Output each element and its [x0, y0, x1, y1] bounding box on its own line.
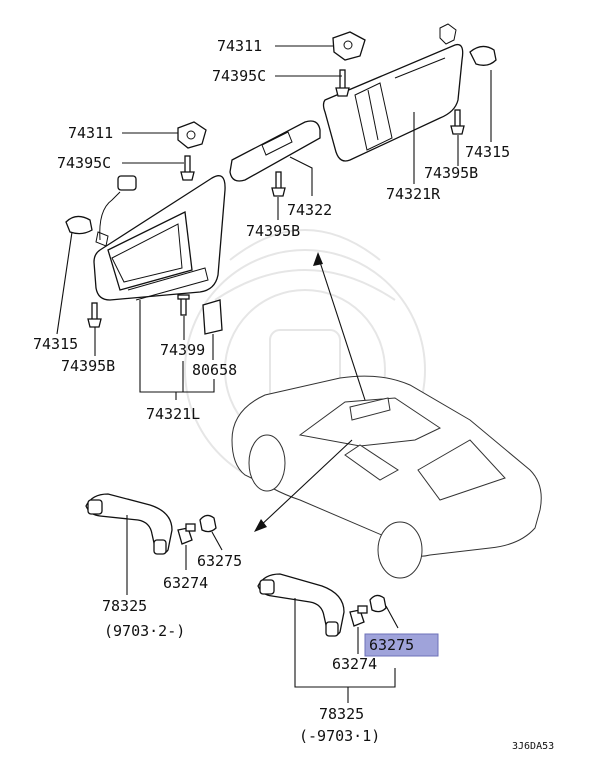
pin-74399[interactable] [177, 294, 190, 316]
label-78325-b: 78325 [319, 705, 364, 723]
label-63274-a: 63274 [163, 574, 208, 592]
label-74311-top: 74311 [217, 37, 262, 55]
figure-code: 3J6DA53 [512, 741, 554, 752]
label-63275-a: 63275 [197, 552, 242, 570]
screw-74395b-left[interactable] [87, 302, 102, 328]
sun-visor-right[interactable] [322, 23, 464, 162]
visor-clip-74315-left[interactable] [65, 215, 93, 235]
callout-arrow-down [254, 439, 353, 532]
label-74395b-left: 74395B [61, 357, 115, 375]
label-63275-b: 63275 [369, 636, 414, 654]
pad-80658[interactable] [202, 299, 223, 335]
label-74311-left: 74311 [68, 124, 113, 142]
label-74315-left: 74315 [33, 335, 78, 353]
assist-grip-b[interactable] [257, 573, 345, 637]
label-74321l: 74321L [146, 405, 200, 423]
screw-74395b-right[interactable] [450, 109, 465, 135]
label-74315-right: 74315 [465, 143, 510, 161]
sun-visor-left[interactable] [93, 175, 226, 301]
screw-74395c-top[interactable] [335, 69, 350, 97]
visor-clip-74315-right[interactable] [469, 45, 497, 66]
label-80658: 80658 [192, 361, 237, 379]
label-74395b-mid: 74395B [246, 222, 300, 240]
label-74395c-top: 74395C [212, 67, 266, 85]
label-74322: 74322 [287, 201, 332, 219]
label-78325-b-note: (-9703·1) [299, 727, 380, 745]
label-74395b-right: 74395B [424, 164, 478, 182]
cap-63275-b[interactable] [369, 594, 387, 613]
callout-arrow-up [313, 252, 366, 401]
screw-63274-a[interactable] [177, 523, 196, 545]
label-63274-b: 63274 [332, 655, 377, 673]
cap-63275-a[interactable] [199, 514, 217, 533]
label-74399: 74399 [160, 341, 205, 359]
car-outline [231, 375, 542, 579]
screw-63274-b[interactable] [349, 605, 368, 627]
screw-74395c-left[interactable] [180, 155, 195, 181]
clip-74311-top[interactable] [332, 31, 366, 61]
screw-74395b-mid[interactable] [271, 171, 286, 197]
clip-74311-left[interactable] [177, 121, 207, 149]
label-74321r: 74321R [386, 185, 441, 203]
label-78325-a-note: (9703·2-) [104, 622, 185, 640]
leader-lines [56, 45, 492, 703]
highlight-box [364, 633, 439, 657]
label-78325-a: 78325 [102, 597, 147, 615]
visor-retainer-74322[interactable] [229, 120, 321, 182]
assist-grip-a[interactable] [85, 493, 173, 555]
label-74395c-left: 74395C [57, 154, 111, 172]
